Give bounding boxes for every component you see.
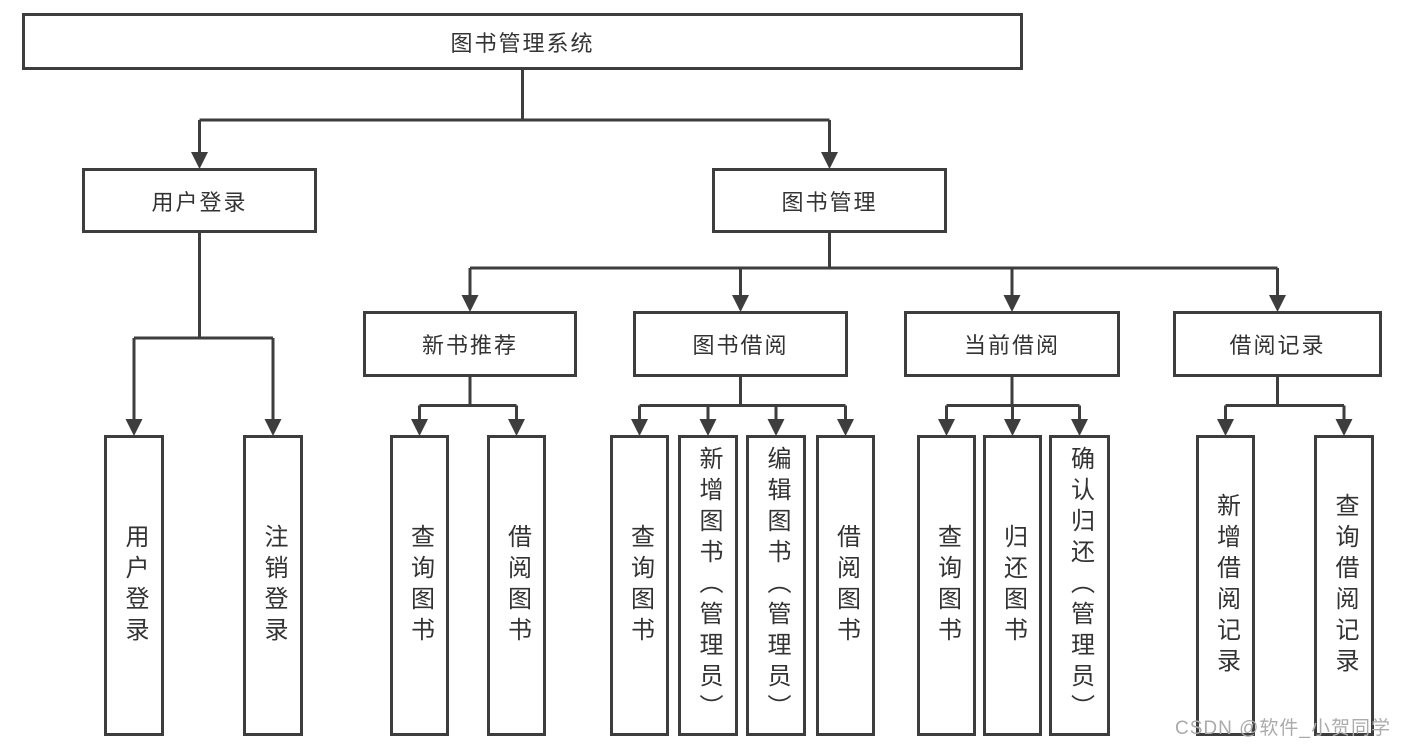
leaf-query-books-recommend: 查询图书 <box>390 435 449 736</box>
connector-user-login-to-leaves <box>132 232 275 420</box>
node-current-borrowing: 当前借阅 <box>904 311 1120 377</box>
connector-borrow-records-to-leaves <box>1224 377 1346 421</box>
csdn-watermark: CSDN @软件_小贺同学 <box>1175 718 1391 739</box>
connector-book-borrow-to-leaves <box>638 377 847 421</box>
leaf-confirm-return-admin: 确认归还（管理员） <box>1049 435 1110 736</box>
node-book-borrowing: 图书借阅 <box>633 311 848 377</box>
node-new-book-recommend: 新书推荐 <box>363 311 577 377</box>
leaf-return-books: 归还图书 <box>983 435 1042 736</box>
connector-current-borrow-to-leaves <box>945 377 1081 421</box>
node-library-system: 图书管理系统 <box>22 13 1023 70</box>
leaf-borrow-books-recommend: 借阅图书 <box>487 435 546 736</box>
leaf-query-books-current: 查询图书 <box>917 435 976 736</box>
leaf-query-books-borrow: 查询图书 <box>610 435 669 736</box>
node-borrowing-records: 借阅记录 <box>1173 311 1382 377</box>
leaf-user-login: 用户登录 <box>104 435 164 736</box>
leaf-add-borrow-record: 新增借阅记录 <box>1196 435 1255 736</box>
leaf-query-borrow-record: 查询借阅记录 <box>1314 435 1374 736</box>
leaf-borrow-books: 借阅图书 <box>816 435 875 736</box>
leaf-edit-books-admin: 编辑图书（管理员） <box>746 435 806 736</box>
connector-new-books-to-leaves <box>418 377 518 421</box>
node-user-login: 用户登录 <box>82 168 317 233</box>
leaf-logout: 注销登录 <box>243 435 303 736</box>
node-book-management: 图书管理 <box>712 168 947 233</box>
connector-book-mgmt-to-level3 <box>468 232 1279 296</box>
leaf-add-books-admin: 新增图书（管理员） <box>678 435 738 736</box>
connector-root-to-level2 <box>198 69 831 153</box>
